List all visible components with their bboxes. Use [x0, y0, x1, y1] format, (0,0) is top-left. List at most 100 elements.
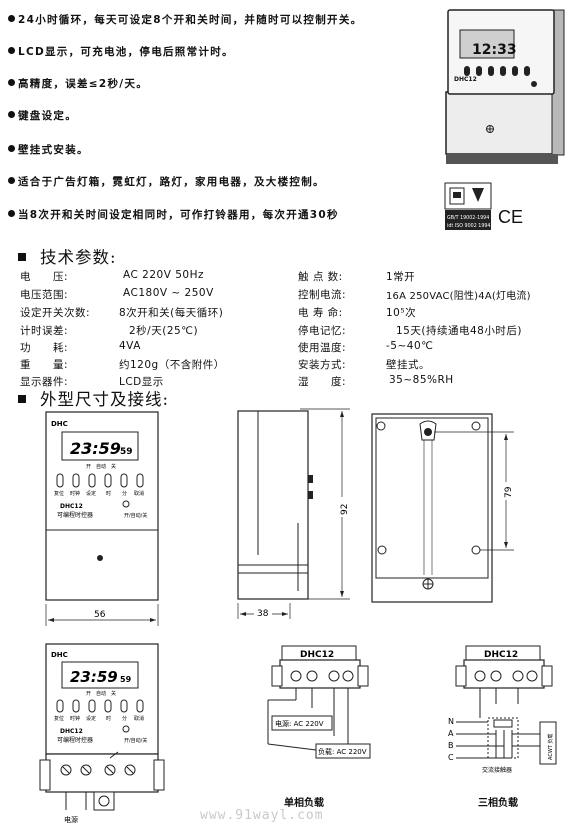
side-view-diagram: 92 38: [237, 408, 350, 619]
spec-value: 约120g（不含附件）: [119, 359, 225, 371]
back-view-diagram: 79: [371, 413, 514, 603]
single-phase-diagram: DHC12 电源: AC 220V 负载: AC 220V: [267, 645, 371, 759]
spec-value: 8次开和关(每天循环): [119, 307, 224, 319]
product-model: DHC12: [454, 76, 477, 83]
feature-5: 壁挂式安装。: [8, 142, 89, 157]
spec-value: 2秒/天(25℃): [129, 325, 199, 337]
contactor-label: 交流接触器: [482, 766, 512, 774]
spec-value: 35~85%RH: [389, 374, 454, 386]
phase-label: N: [448, 717, 454, 726]
wiring-status-labels: 开 自动 关: [86, 690, 116, 697]
dim-mount: 79: [504, 486, 514, 498]
wiring-front-diagram: DHC 23:59 59 开 自动 关 复位 时钟 设定 时 分 取消 DHC1…: [39, 643, 165, 824]
spec-label: 电 压:: [20, 271, 69, 283]
spec-value: 1常开: [386, 271, 416, 283]
bullet-icon: [8, 111, 15, 118]
spec-value: AC 220V 50Hz: [123, 269, 204, 281]
front-switch-label: 开/自动/关: [124, 512, 147, 519]
ce-mark: CE: [498, 207, 524, 227]
wiring-lcd-seconds: 59: [120, 675, 132, 684]
feature-6: 适合于广告灯箱，霓虹灯，路灯，家用电器，及大楼控制。: [8, 174, 325, 189]
spec-value: -5~40℃: [386, 340, 434, 352]
certification-logo: GB/T 19002-1994 idt ISO 9002 1994: [444, 182, 492, 230]
cert-line-2: idt ISO 9002 1994: [447, 223, 490, 229]
front-btn-label: 分: [122, 490, 127, 497]
spec-value: LCD显示: [119, 376, 164, 388]
bullet-icon: [8, 47, 15, 54]
single-load-label: 负载: AC 220V: [318, 747, 367, 756]
front-status-labels: 开 自动 关: [86, 463, 116, 470]
cert-line-1: GB/T 19002-1994: [447, 215, 489, 221]
bullet-icon: [8, 79, 15, 86]
watermark: www.91wayl.com: [200, 808, 324, 823]
spec-label: 控制电流:: [298, 289, 347, 301]
dim-height: 92: [340, 504, 350, 515]
wiring-brand: DHC: [51, 651, 68, 659]
spec-value: 壁挂式。: [386, 359, 430, 371]
spec-label: 停电记忆:: [298, 325, 347, 337]
wiring-btn-label: 复位: [54, 715, 64, 722]
phase-label: A: [448, 729, 454, 738]
front-btn-label: 时钟: [70, 490, 80, 497]
wiring-btn-label: 取消: [134, 715, 144, 722]
front-btn-label: 时: [106, 490, 111, 497]
tech-params-heading: 技术参数:: [18, 244, 117, 268]
front-btn-label: 复位: [54, 490, 64, 497]
spec-label: 重 量:: [20, 359, 69, 371]
spec-value: 10⁵次: [386, 307, 417, 319]
dim-width: 56: [94, 610, 106, 620]
front-btn-label: 取消: [134, 490, 144, 497]
spec-label: 安装方式:: [298, 359, 347, 371]
front-btn-label: 设定: [86, 490, 96, 497]
bullet-icon: [8, 145, 15, 152]
spec-value: AC180V ~ 250V: [123, 287, 214, 299]
phase-label: B: [448, 741, 454, 750]
bullet-icon: [8, 15, 15, 22]
front-lcd-seconds: 59: [120, 447, 133, 457]
front-view-diagram: DHC 23:59 59 开 自动 关 复位 时钟 设定 时 分 取消 DHC1…: [45, 411, 159, 626]
square-bullet-icon: [18, 395, 26, 403]
front-lcd-time: 23:59: [70, 439, 121, 458]
phase-label: C: [448, 753, 454, 762]
spec-label: 功 耗:: [20, 342, 69, 354]
spec-label: 湿 度:: [298, 376, 347, 388]
dim-depth: 38: [257, 609, 269, 619]
feature-3: 高精度，误差≤2秒/天。: [8, 76, 148, 91]
three-phase-diagram: DHC12 N A B C ACWT 负载 交流接触器: [448, 645, 557, 774]
outline-heading: 外型尺寸及接线:: [18, 386, 169, 410]
caption-single-phase: 单相负载: [284, 798, 324, 809]
wiring-switch-label: 开/自动/关: [124, 737, 147, 744]
feature-7: 当8次开和关时间设定相同时，可作打铃器用，每次开通30秒: [8, 207, 339, 222]
front-model: DHC12: [60, 503, 83, 510]
single-terminal-title: DHC12: [300, 650, 334, 660]
front-subtitle: 可编程时控器: [57, 511, 93, 519]
wiring-model: DHC12: [60, 728, 83, 735]
bullet-icon: [8, 177, 15, 184]
three-terminal-title: DHC12: [484, 650, 518, 660]
wiring-power-caption: 电源: [64, 815, 78, 824]
wiring-btn-label: 分: [122, 715, 127, 722]
spec-label: 显示器件:: [20, 376, 69, 388]
wiring-subtitle: 可编程时控器: [57, 736, 93, 744]
feature-4: 键盘设定。: [8, 108, 77, 123]
wiring-btn-label: 设定: [86, 715, 96, 722]
bullet-icon: [8, 210, 15, 217]
spec-label: 电 寿 命:: [298, 307, 343, 319]
front-brand: DHC: [51, 420, 68, 428]
spec-value: 4VA: [119, 340, 141, 352]
single-power-label: 电源: AC 220V: [275, 719, 324, 728]
spec-label: 设定开关次数:: [20, 307, 91, 319]
spec-value: 16A 250VAC(阻性)4A(灯电流): [386, 291, 531, 302]
product-photo: 12:33 DHC12: [445, 9, 565, 164]
wiring-lcd-time: 23:59: [70, 668, 118, 686]
spec-label: 使用温度:: [298, 342, 347, 354]
feature-2: LCD显示，可充电池，停电后照常计时。: [8, 44, 234, 59]
spec-value: 15天(持续通电48小时后): [396, 325, 522, 337]
caption-three-phase: 三相负载: [478, 798, 518, 809]
spec-label: 电压范围:: [20, 289, 69, 301]
square-bullet-icon: [18, 253, 26, 261]
spec-label: 触 点 数:: [298, 271, 343, 283]
wiring-btn-label: 时: [106, 715, 111, 722]
product-lcd-time: 12:33: [472, 42, 517, 58]
wiring-btn-label: 时钟: [70, 715, 80, 722]
